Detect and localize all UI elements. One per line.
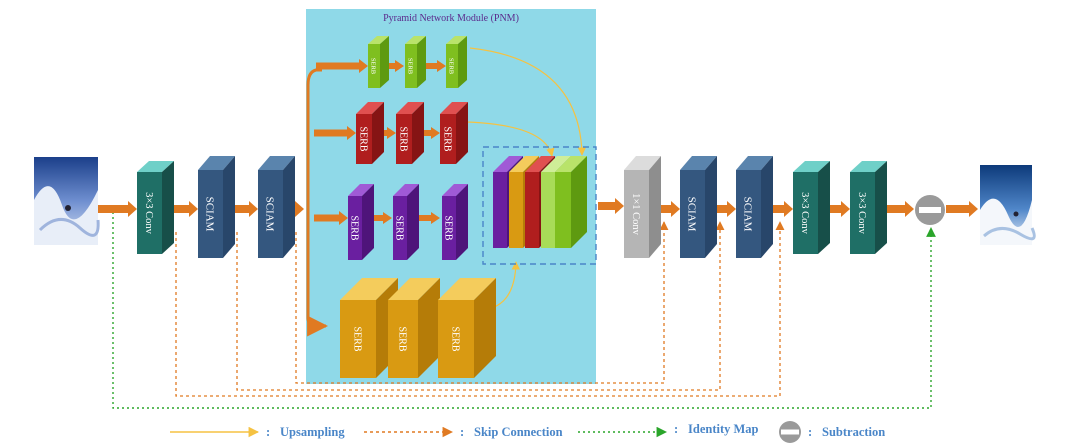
legend-identity-label: Identity Map bbox=[688, 422, 759, 436]
serb-purple-1-label: SERB bbox=[349, 215, 360, 240]
serb-green-2: SERB bbox=[405, 36, 426, 88]
sciam-block-3-label: SCIAM bbox=[686, 197, 698, 232]
legend: : Upsampling : Skip Connection : Identit… bbox=[170, 421, 885, 443]
legend-upsampling-label: Upsampling bbox=[280, 425, 345, 439]
conv3x3-block-1: 3×3 Conv bbox=[137, 161, 174, 254]
serb-gold-2-label: SERB bbox=[397, 326, 408, 351]
input-image bbox=[34, 157, 100, 245]
serb-gold-2: SERB bbox=[388, 278, 440, 378]
arrow-input-conv bbox=[98, 201, 137, 217]
skip-connection-1 bbox=[175, 221, 785, 397]
conv3x3-block-2: 3×3 Conv bbox=[793, 161, 830, 254]
branch-split-path bbox=[306, 68, 329, 337]
conv3x3-block-3: 3×3 Conv bbox=[850, 161, 887, 254]
sciam-block-1: SCIAM bbox=[198, 156, 235, 258]
serb-red-3: SERB bbox=[440, 102, 468, 164]
legend-identity-colon: : bbox=[674, 422, 678, 436]
identity-map-line-input bbox=[112, 212, 936, 409]
serb-green-3-label: SERB bbox=[448, 58, 455, 75]
skip-connection-2 bbox=[236, 221, 725, 391]
arrow-branch-red-in bbox=[314, 126, 356, 140]
serb-red-1: SERB bbox=[356, 102, 384, 164]
sciam-block-2-label: SCIAM bbox=[264, 197, 276, 232]
arrow-branch-purple-in bbox=[314, 211, 348, 225]
serb-gold-3: SERB bbox=[438, 278, 496, 378]
serb-purple-2: SERB bbox=[393, 184, 419, 260]
subtraction-symbol bbox=[915, 195, 945, 225]
sciam-block-4: SCIAM bbox=[736, 156, 773, 258]
conv3x3-block-3-label: 3×3 Conv bbox=[856, 192, 867, 235]
serb-purple-1: SERB bbox=[348, 184, 374, 260]
serb-gold-3-label: SERB bbox=[450, 326, 461, 351]
arrow-green-2-3 bbox=[420, 60, 446, 72]
upsample-line-red bbox=[466, 121, 555, 157]
concat-slab-green bbox=[555, 156, 587, 248]
conv1x1-block-label: 1×1 Conv bbox=[630, 193, 641, 236]
serb-red-2-label: SERB bbox=[398, 126, 409, 151]
legend-skip-label: Skip Connection bbox=[474, 425, 563, 439]
sciam-block-3: SCIAM bbox=[680, 156, 717, 258]
serb-red-1-label: SERB bbox=[358, 126, 369, 151]
sciam-block-2: SCIAM bbox=[258, 156, 295, 258]
serb-purple-2-label: SERB bbox=[394, 215, 405, 240]
legend-skip-colon: : bbox=[460, 425, 464, 439]
concat-dashed-box bbox=[482, 146, 597, 265]
legend-subtraction-icon bbox=[779, 421, 801, 443]
serb-green-3: SERB bbox=[446, 36, 467, 88]
legend-subtraction-colon: : bbox=[808, 425, 812, 439]
output-image bbox=[980, 165, 1036, 245]
legend-upsampling-colon: : bbox=[266, 425, 270, 439]
arrow-sub-output bbox=[946, 201, 978, 217]
serb-green-1: SERB bbox=[368, 36, 389, 88]
legend-subtraction-label: Subtraction bbox=[822, 425, 885, 439]
conv1x1-block: 1×1 Conv bbox=[624, 156, 661, 258]
serb-purple-3: SERB bbox=[442, 184, 468, 260]
conv3x3-block-1-label: 3×3 Conv bbox=[143, 192, 154, 235]
upsample-line-green bbox=[469, 47, 587, 156]
serb-red-2: SERB bbox=[396, 102, 424, 164]
sciam-block-1-label: SCIAM bbox=[204, 197, 216, 232]
serb-red-3-label: SERB bbox=[442, 126, 453, 151]
pnm-title: Pyramid Network Module (PNM) bbox=[383, 13, 519, 24]
sciam-block-4-label: SCIAM bbox=[742, 197, 754, 232]
serb-purple-3-label: SERB bbox=[443, 215, 454, 240]
conv3x3-block-2-label: 3×3 Conv bbox=[799, 192, 810, 235]
serb-gold-1-label: SERB bbox=[352, 326, 363, 351]
arrow-branch-green-in bbox=[316, 59, 368, 73]
arrow-pnm-conv1 bbox=[598, 198, 624, 214]
serb-green-1-label: SERB bbox=[370, 58, 377, 75]
serb-green-2-label: SERB bbox=[407, 58, 414, 75]
